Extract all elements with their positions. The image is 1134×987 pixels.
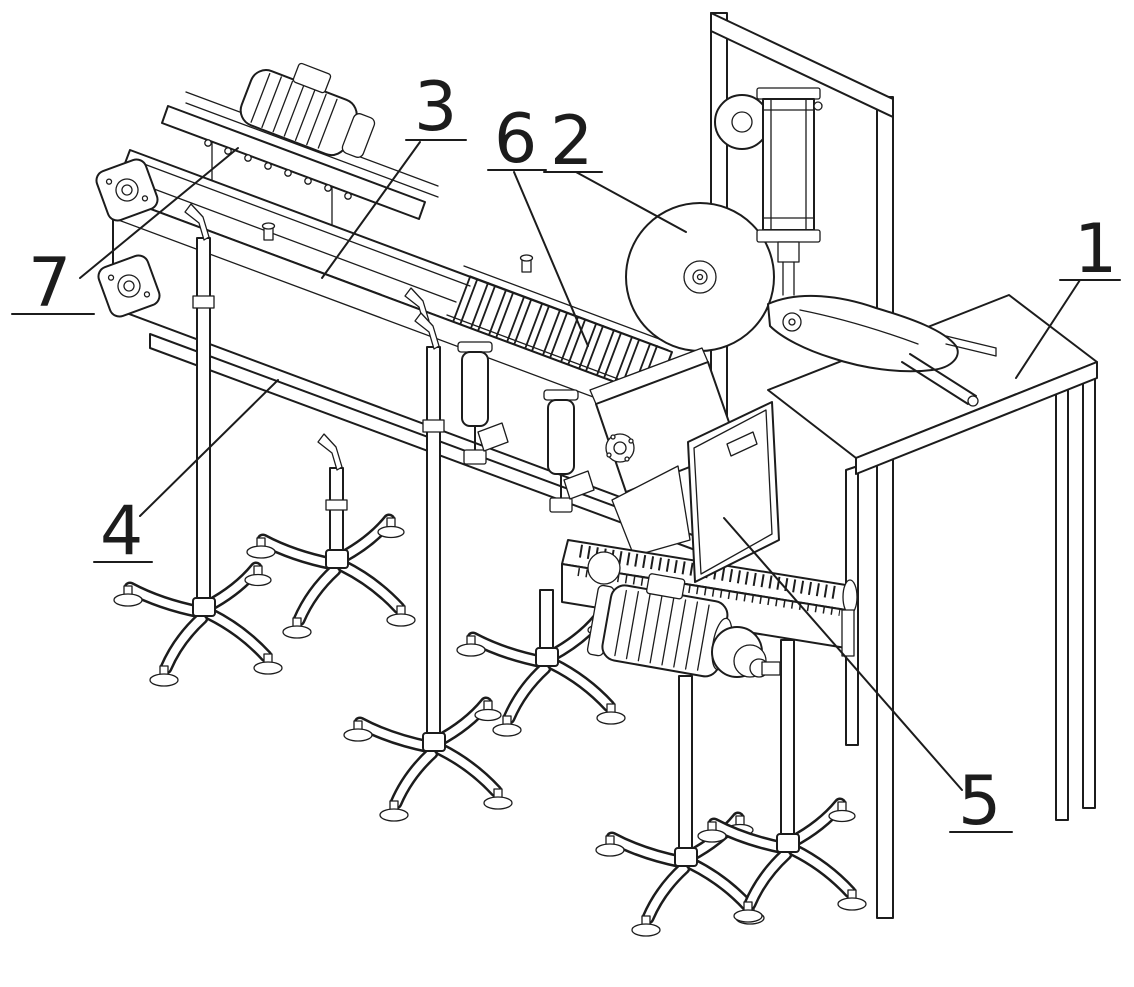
bearing-flange-lower bbox=[97, 254, 161, 318]
leader-line-5 bbox=[723, 517, 963, 791]
clamp-cylinder-1 bbox=[457, 341, 509, 465]
ref-label-6: 6 bbox=[494, 100, 537, 179]
ref-label-2: 2 bbox=[550, 102, 593, 181]
guard-panel bbox=[687, 401, 780, 583]
clamp-cylinder-2 bbox=[543, 389, 595, 513]
support-stand-3 bbox=[344, 312, 512, 821]
saw-arm-housing bbox=[767, 294, 997, 407]
infeed-motor bbox=[239, 62, 376, 158]
leader-line-6 bbox=[513, 171, 589, 347]
support-stand-5 bbox=[596, 675, 764, 936]
portal-frame bbox=[710, 12, 894, 919]
pneumatic-cylinder bbox=[756, 87, 823, 296]
leader-line-2 bbox=[575, 171, 687, 233]
work-table bbox=[767, 294, 1098, 821]
leader-line-1 bbox=[1015, 279, 1081, 379]
leader-line-7 bbox=[79, 147, 239, 279]
handle-knob bbox=[967, 395, 979, 407]
belt-hatching bbox=[578, 544, 840, 600]
ref-label-7: 7 bbox=[28, 244, 71, 323]
discharge-chute bbox=[611, 465, 691, 557]
ref-label-5: 5 bbox=[958, 762, 1001, 841]
infeed-assembly bbox=[161, 62, 534, 273]
ref-label-3: 3 bbox=[414, 68, 457, 147]
support-stand-2 bbox=[247, 433, 415, 638]
main-conveyor bbox=[95, 62, 739, 555]
support-stand-1 bbox=[114, 203, 282, 686]
leader-line-4 bbox=[139, 379, 279, 517]
reference-annotations: 7 3 6 2 1 4 5 bbox=[11, 68, 1121, 841]
ref-label-4: 4 bbox=[100, 492, 143, 571]
gear-motor bbox=[586, 573, 781, 678]
support-stand-6 bbox=[698, 639, 866, 922]
bolt-row bbox=[204, 139, 352, 200]
leader-line-3 bbox=[321, 141, 421, 279]
ref-label-1: 1 bbox=[1074, 210, 1117, 289]
bearing-flange-upper bbox=[95, 158, 159, 222]
support-stand-4 bbox=[457, 589, 625, 736]
